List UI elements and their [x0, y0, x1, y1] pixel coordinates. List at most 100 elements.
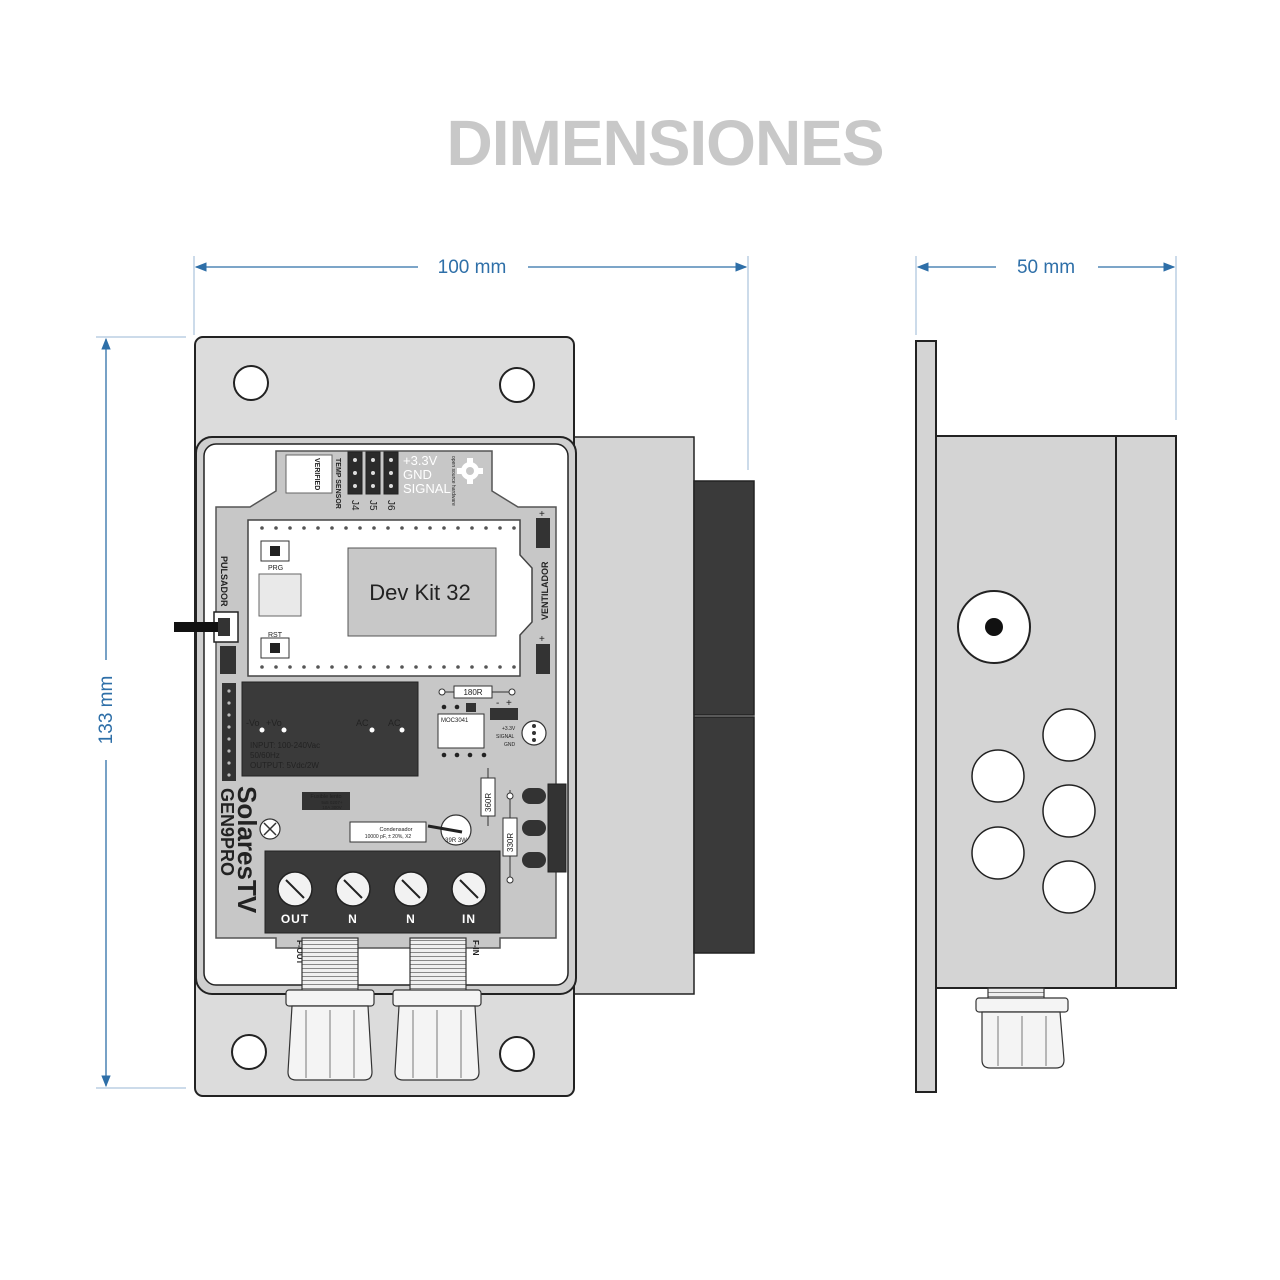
terminal-label-n2: N	[406, 912, 416, 926]
jumper-j5: J5	[367, 500, 378, 511]
devkit-pins-top	[260, 526, 516, 530]
heatsink-lower	[693, 716, 755, 954]
sensor-header-pins	[347, 451, 399, 495]
fuse-title: Fusible lento	[310, 794, 341, 800]
terminal-screw-out[interactable]	[277, 871, 313, 907]
depth-dimension: 50 mm	[915, 256, 1177, 420]
oshw-label: open source hardware	[450, 456, 456, 506]
height-label: 133 mm	[96, 676, 117, 745]
pin-gnd-label: GND	[403, 467, 432, 482]
ventilador-label: VENTILADOR	[540, 561, 550, 620]
moc3041-label: MOC3041	[441, 718, 469, 724]
jumper-j4: J4	[349, 500, 360, 511]
cap-part: 39R 3W	[445, 838, 467, 844]
rst-label: RST	[268, 632, 283, 639]
cable-gland-right	[392, 937, 482, 1081]
left-pin-strip-pins	[227, 689, 231, 777]
prg-label: PRG	[268, 565, 283, 572]
sensor-3v3: +3.3V	[502, 726, 516, 732]
ventilador-connector-top	[536, 518, 550, 548]
psu-output: OUTPUT: 5Vdc/2W	[250, 761, 319, 770]
model-label: GEN9PRO	[217, 788, 237, 876]
resistor-330r	[502, 817, 518, 857]
mount-hole-tl	[233, 365, 269, 401]
vent-hole-4	[971, 826, 1025, 880]
mount-hole-bl	[231, 1034, 267, 1070]
triac-pin-1	[522, 788, 546, 804]
mount-hole-tr	[499, 367, 535, 403]
capacitor	[349, 821, 427, 843]
psu-ac1: AC	[356, 718, 369, 728]
esp32-chip	[347, 547, 497, 637]
pin-signal-label: SIGNAL	[403, 481, 451, 496]
mount-hole-br	[499, 1036, 535, 1072]
ventilador-plus-bottom: +	[539, 634, 545, 645]
power-supply-module	[241, 681, 419, 777]
temp-sensor-label: TEMP SENSOR	[334, 458, 341, 509]
brand-label: SolaresTV	[232, 786, 262, 914]
pulsador-connector	[220, 646, 236, 674]
psu-vo-minus: -Vo	[246, 718, 260, 728]
terminal-label-in: IN	[462, 912, 476, 926]
side-button[interactable]	[985, 618, 1003, 636]
resistor-180r	[453, 685, 493, 699]
jumper-j6: J6	[385, 500, 396, 511]
heatsink-upper	[693, 480, 755, 716]
sensor-gnd: GND	[504, 742, 516, 748]
gland-out-label: F-OUT	[295, 940, 304, 965]
moc3041-chip	[437, 713, 485, 749]
side-block	[573, 436, 695, 995]
pulsador-switch-body	[218, 618, 230, 636]
verified-sticker	[285, 454, 333, 494]
triac-pin-2	[522, 820, 546, 836]
vent-hole-1	[1042, 708, 1096, 762]
width-label: 100 mm	[438, 257, 507, 278]
terminal-screw-n1[interactable]	[335, 871, 371, 907]
side-cable-gland	[975, 987, 1069, 1069]
prg-button-cap	[270, 546, 280, 556]
sensor-signal: SIGNAL	[496, 734, 515, 740]
fan-small-connector	[490, 708, 518, 720]
pulsador-actuator[interactable]	[174, 622, 218, 632]
terminal-label-n1: N	[348, 912, 358, 926]
fan-plus: +	[506, 698, 512, 709]
triac-pin-3	[522, 852, 546, 868]
terminal-screw-in[interactable]	[451, 871, 487, 907]
resistor-330r-label: 330R	[506, 833, 515, 852]
vent-hole-5	[1042, 860, 1096, 914]
oshw-logo-icon	[457, 458, 483, 484]
front-view: VERIFIED TEMP SENSOR J4 J5 J6 +3.3V GND …	[174, 336, 755, 1097]
terminal-screw-n2[interactable]	[393, 871, 429, 907]
side-plate	[915, 340, 937, 1093]
cap-spec: 10000 pF, ± 20%, X2	[365, 834, 412, 840]
rst-button-cap	[270, 643, 280, 653]
side-enclosure	[935, 435, 1117, 989]
resistor-360r	[480, 777, 496, 817]
verified-label: VERIFIED	[313, 458, 320, 490]
terminal-label-out: OUT	[281, 912, 309, 926]
ventilador-connector-bottom	[536, 644, 550, 674]
side-lid	[1115, 435, 1177, 989]
psu-vo-plus: +Vo	[266, 718, 282, 728]
left-pin-strip	[222, 683, 236, 781]
pin-3v3-label: +3.3V	[403, 453, 438, 468]
height-dimension: 133 mm	[96, 336, 186, 1089]
fuse	[302, 792, 350, 810]
pulsador-label: PULSADOR	[219, 556, 229, 607]
fuse-spec1: 5x5 0207+	[321, 800, 343, 805]
resistor-180r-label: 180R	[463, 688, 482, 697]
width-dimension: 100 mm	[193, 256, 749, 470]
fan-minus: -	[496, 698, 499, 709]
devkit-pins-bottom	[260, 665, 516, 669]
usb-connector	[258, 573, 302, 617]
cable-gland-left	[285, 937, 375, 1081]
psu-ac2: AC	[388, 718, 401, 728]
fuse-spec2: 10A 300V	[322, 805, 342, 810]
vent-hole-2	[971, 749, 1025, 803]
side-view	[915, 340, 1177, 1093]
vent-hole-3	[1042, 784, 1096, 838]
page-title: DIMENSIONES	[446, 107, 883, 179]
cap-title: Condensador	[379, 827, 412, 833]
triac	[547, 783, 567, 873]
